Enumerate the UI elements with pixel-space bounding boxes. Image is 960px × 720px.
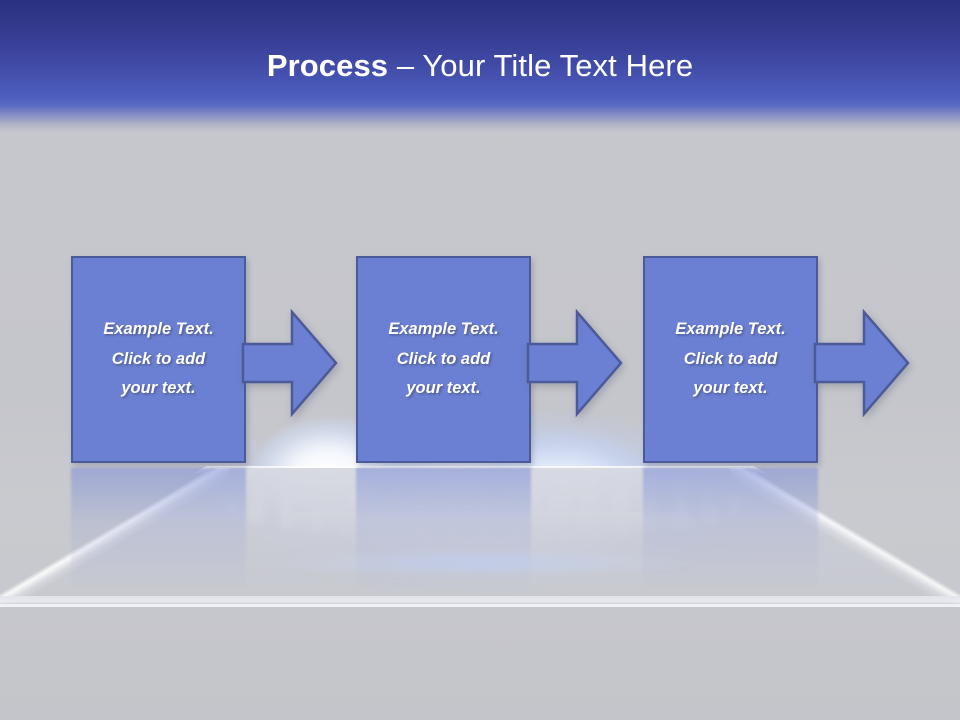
- process-box-1-line-2: Click to add: [111, 349, 206, 368]
- process-box-2[interactable]: Example Text. Click to add your text.: [356, 256, 531, 463]
- flame-floor-glow: [270, 550, 690, 576]
- process-box-2-line-3: your text.: [406, 379, 481, 398]
- platform-front-edge-line: [0, 604, 960, 607]
- process-arrow-1[interactable]: [241, 308, 338, 418]
- process-box-2-line-2: Click to add: [396, 349, 491, 368]
- process-box-3[interactable]: Example Text. Click to add your text.: [643, 256, 818, 463]
- box-reflection-1: [71, 468, 246, 588]
- process-box-3-line-2: Click to add: [683, 349, 778, 368]
- page-title: Process – Your Title Text Here: [0, 50, 960, 81]
- process-box-2-text: Example Text. Click to add your text.: [358, 315, 529, 403]
- process-box-1-text: Example Text. Click to add your text.: [73, 315, 244, 403]
- floor-lower: [0, 607, 960, 720]
- process-arrow-2[interactable]: [526, 308, 623, 418]
- process-box-1-line-3: your text.: [121, 379, 196, 398]
- process-box-3-text: Example Text. Click to add your text.: [645, 315, 816, 403]
- title-banner: Process – Your Title Text Here: [0, 0, 960, 132]
- process-box-1[interactable]: Example Text. Click to add your text.: [71, 256, 246, 463]
- process-box-3-line-1: Example Text.: [675, 320, 786, 339]
- process-box-3-line-3: your text.: [693, 379, 768, 398]
- page-title-strong: Process: [266, 48, 389, 83]
- process-box-1-line-1: Example Text.: [103, 320, 214, 339]
- page-title-rest: – Your Title Text Here: [388, 48, 694, 83]
- process-box-2-line-1: Example Text.: [388, 320, 499, 339]
- process-arrow-3[interactable]: [813, 308, 910, 418]
